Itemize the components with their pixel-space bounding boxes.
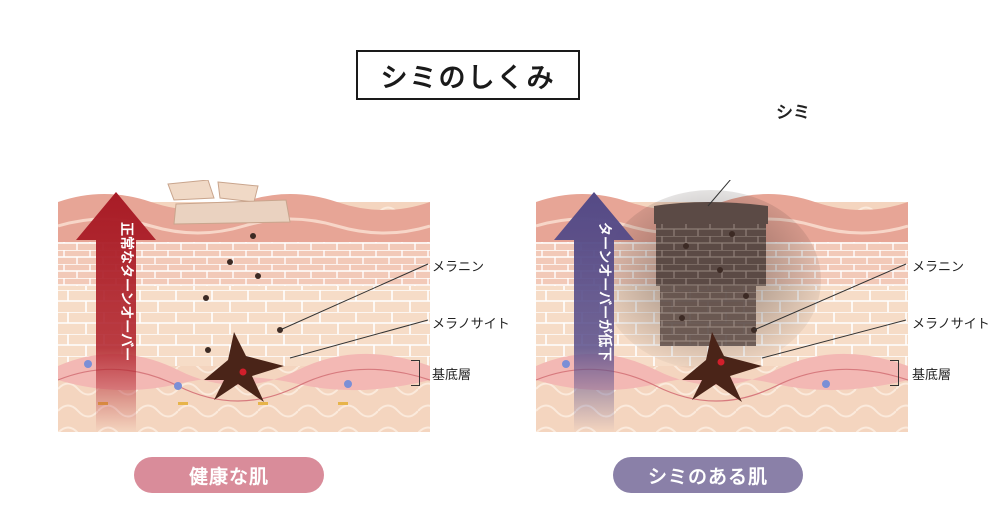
left-melanocyte-label: メラノサイト <box>432 317 510 332</box>
right-basal-label: 基底層 <box>912 368 952 383</box>
right-melanocyte-label: メラノサイト <box>912 317 990 332</box>
right-melanin-label: メラニン <box>912 260 965 275</box>
left-melanin-label: メラニン <box>432 260 485 275</box>
spotted-skin-caption: シミのある肌 <box>613 457 803 493</box>
spotted-skin-illustration: ターンオーバーが低下 <box>536 180 908 432</box>
left-basal-bracket <box>411 360 420 386</box>
healthy-turnover-label: 正常なターンオーバー <box>118 222 135 361</box>
reduced-turnover-label: ターンオーバーが低下 <box>596 222 613 361</box>
healthy-skin-illustration: 正常なターンオーバー <box>58 180 430 432</box>
healthy-skin-caption: 健康な肌 <box>134 457 324 493</box>
right-basal-bracket <box>890 360 899 386</box>
left-basal-label: 基底層 <box>432 368 472 383</box>
spot-label: シミ <box>776 103 810 123</box>
page-title: シミのしくみ <box>356 50 580 100</box>
